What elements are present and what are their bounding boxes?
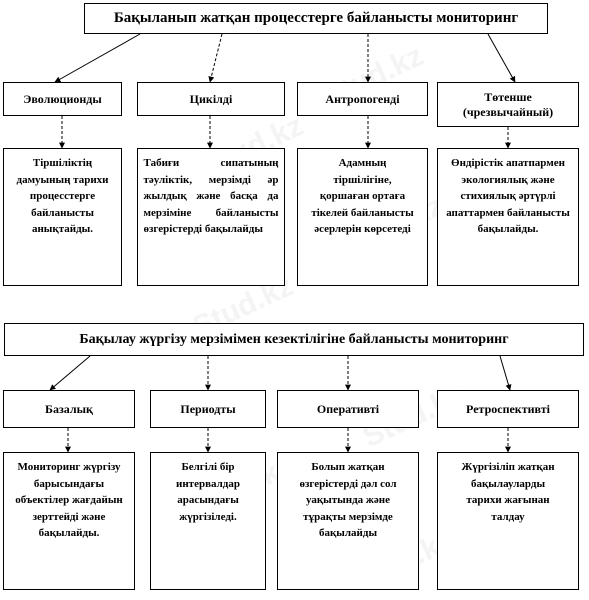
description-text: Тіршіліктің дамуының тарихи процесстерге… [16,157,109,235]
category-box-basic: Базалық [3,390,135,428]
category-box-anthropogenic: Антропогенді [297,82,428,116]
category-box-periodic: Периодты [150,390,266,428]
description-box-cyclic: Табиғи сипатының тәуліктік, мерзімді әр … [137,148,285,286]
category-label: Ретроспективті [466,401,550,416]
arrow [499,355,512,391]
description-text: Мониторинг жүргізу барысындағы объектіле… [15,461,123,539]
category-label: Антропогенді [325,91,400,106]
description-box-periodic: Белгілі бір интервалдар арасындағы жүргі… [150,452,266,590]
section1-title-text: Бақыланып жатқан процесстерге байланысты… [113,10,519,26]
category-box-evolutionary: Эволюционды [3,82,122,116]
category-box-retrospective: Ретроспективті [437,390,579,428]
description-box-retrospective: Жүргізіліп жатқан бақылауларды тарихи жа… [437,452,579,590]
description-box-anthropogenic: Адамның тіршілігіне, қоршаған ортаға тік… [297,148,428,286]
description-text: Өндірістік апатпармен экологиялық және с… [446,157,570,235]
arrow [49,355,91,391]
section1-title: Бақыланып жатқан процесстерге байланысты… [84,3,548,34]
arrow [487,33,516,83]
description-text: Адамның тіршілігіне, қоршаған ортаға тік… [311,157,414,235]
description-box-basic: Мониторинг жүргізу барысындағы объектіле… [3,452,135,590]
arrow [54,33,141,83]
description-box-emergency: Өндірістік апатпармен экологиялық және с… [437,148,579,286]
category-label: Оперативті [316,401,380,416]
description-box-evolutionary: Тіршіліктің дамуының тарихи процесстерге… [3,148,122,286]
description-box-operative: Болып жатқан өзгерістерді дәл сол уақыты… [277,452,419,590]
description-text: Белгілі бір интервалдар арасындағы жүргі… [176,461,240,523]
description-text: Табиғи сипатының тәуліктік, мерзімді әр … [143,157,279,235]
section2-title-text: Бақылау жүргізу мерзімімен кезектілігіне… [79,331,509,347]
category-box-operative: Оперативті [277,390,419,428]
category-box-emergency: Төтенше (чрезвычайный) [437,82,579,127]
category-label: Эволюционды [23,91,102,106]
category-box-cyclic: Цикілді [137,82,285,116]
category-label: Цикілді [189,91,233,106]
category-label: Төтенше (чрезвычайный) [462,90,554,119]
arrow [208,33,223,83]
category-label: Базалық [45,401,93,416]
description-text: Болып жатқан өзгерістерді дәл сол уақыты… [299,461,397,539]
section2-title: Бақылау жүргізу мерзімімен кезектілігіне… [4,323,584,356]
description-text: Жүргізіліп жатқан бақылауларды тарихи жа… [461,461,555,523]
category-label: Периодты [180,401,236,416]
